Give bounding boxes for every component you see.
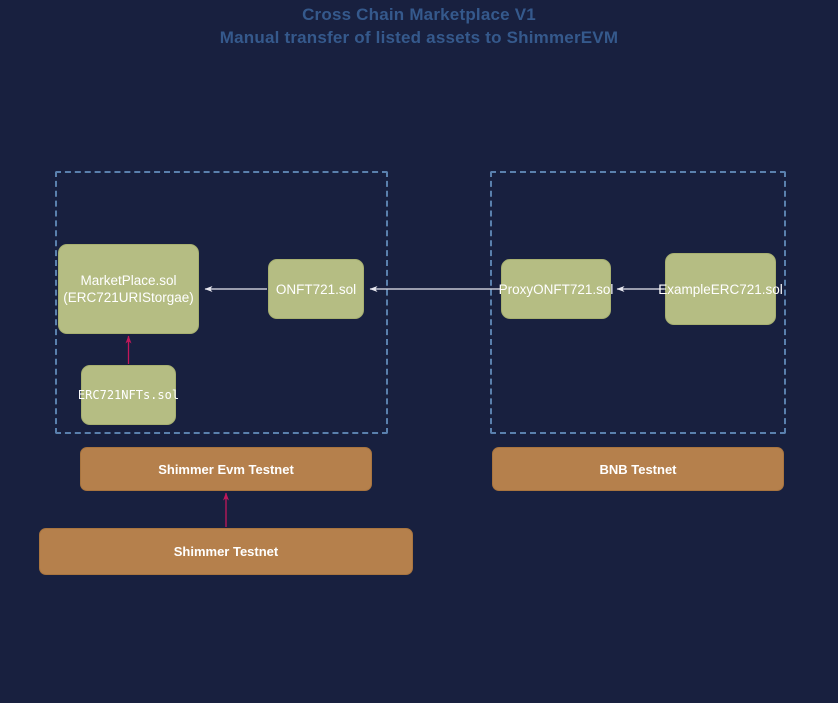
cluster-bnb bbox=[490, 171, 786, 434]
node-marketplace-sol[interactable]: MarketPlace.sol (ERC721URIStorgae) bbox=[58, 244, 199, 334]
node-onft721-sol[interactable]: ONFT721.sol bbox=[268, 259, 364, 319]
page-title: Cross Chain Marketplace V1 Manual transf… bbox=[0, 0, 838, 49]
title-line-2: Manual transfer of listed assets to Shim… bbox=[219, 28, 619, 47]
cluster-shimmer-evm bbox=[55, 171, 388, 434]
chain-bar-shimmer-evm-testnet[interactable]: Shimmer Evm Testnet bbox=[80, 447, 372, 491]
title-line-1: Cross Chain Marketplace V1 bbox=[302, 5, 536, 24]
chain-bar-shimmer-testnet[interactable]: Shimmer Testnet bbox=[39, 528, 413, 575]
chain-bar-bnb-testnet[interactable]: BNB Testnet bbox=[492, 447, 784, 491]
node-exampleerc721-sol[interactable]: ExampleERC721.sol bbox=[658, 253, 783, 325]
node-proxyonft721-sol[interactable]: ProxyONFT721.sol bbox=[499, 259, 613, 319]
node-erc721nfts-sol[interactable]: ERC721NFTs.sol bbox=[78, 365, 179, 425]
